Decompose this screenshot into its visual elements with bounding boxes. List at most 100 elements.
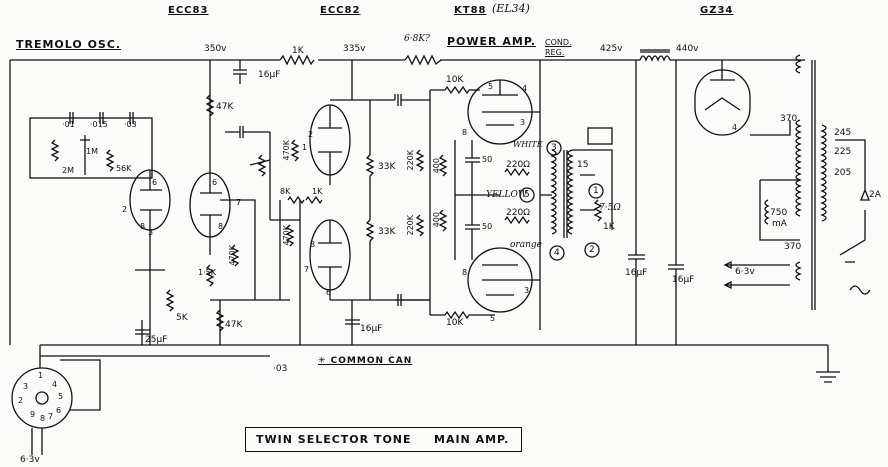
- value-400-a: 400: [432, 158, 441, 174]
- tap-370-top: 370: [780, 114, 798, 124]
- cap-16uf-r1: [628, 60, 645, 345]
- value-choke-750: 750: [770, 208, 788, 218]
- cap-16uf-r2: [668, 60, 684, 345]
- value-fuse-2a: 2A: [869, 190, 881, 200]
- socket-pin-7: 7: [48, 412, 54, 421]
- resistor-470k-b: [290, 139, 300, 162]
- pin-3a: 3: [148, 228, 154, 237]
- tap-370-bot: 370: [784, 242, 802, 252]
- resistor-400-b: [438, 209, 448, 232]
- value-1k-out: 1K: [603, 222, 615, 232]
- resistor-47k-a: [205, 94, 215, 117]
- switch-block: [587, 127, 613, 145]
- resistor-10k-b: [444, 310, 470, 320]
- value-c015: ·015: [90, 120, 108, 129]
- resistor-8k: [287, 195, 305, 205]
- value-16uf-top: 16µF: [258, 70, 281, 80]
- pin-8a: 8: [140, 222, 146, 231]
- value-470k-c: 470K: [282, 225, 291, 246]
- heater-windings: [795, 54, 802, 281]
- choke-top: [639, 55, 671, 62]
- pin-2a: 2: [308, 130, 314, 139]
- voltage-335v: 335v: [343, 44, 366, 54]
- value-220-a: 220Ω: [506, 160, 531, 170]
- label-cond-reg: COND. REG.: [545, 38, 572, 57]
- value-220-b: 220Ω: [506, 208, 531, 218]
- voltage-63v-left: 6·3v: [20, 455, 40, 465]
- resistor-1k-top: [279, 54, 315, 66]
- value-c03-a: ·03: [124, 120, 137, 129]
- tag-1: [588, 183, 604, 199]
- value-speaker-15: 15: [577, 160, 589, 170]
- pin-8e: 8: [310, 240, 316, 249]
- pin-6b: 6: [212, 178, 218, 187]
- resistor-1k-b: [305, 195, 323, 205]
- pot-tone: [249, 154, 271, 177]
- tag-yellow-5: [519, 187, 535, 203]
- tag-4: [549, 245, 565, 261]
- resistor-33k-a: [365, 154, 375, 177]
- cap-16uf-mid: [345, 300, 360, 345]
- ground-symbol: [816, 345, 840, 383]
- tap-245: 245: [834, 128, 852, 138]
- pin-8b: 8: [218, 222, 224, 231]
- value-choke-ma: mA: [772, 219, 787, 229]
- value-2m: 2M: [62, 166, 74, 175]
- value-1k-b: 1K: [312, 187, 323, 196]
- value-47k-a: 47K: [216, 102, 234, 112]
- value-56k: 56K: [116, 164, 132, 173]
- value-speaker-75: 7·5Ω: [599, 203, 621, 213]
- value-33k-b: 33K: [378, 227, 396, 237]
- value-50-a: 50: [482, 155, 493, 164]
- resistor-220-b: [504, 215, 530, 225]
- cap-50-a: [465, 157, 480, 163]
- pin-2e: 2: [122, 205, 128, 214]
- value-400-b: 400: [432, 212, 441, 228]
- resistor-470k-a: [230, 244, 240, 267]
- osc-caps: [69, 112, 134, 124]
- socket-pin-9: 9: [30, 410, 36, 419]
- label-power-amp: POWER AMP.: [447, 35, 537, 48]
- pin-3c: 3: [520, 118, 526, 127]
- socket-pin-1: 1: [38, 371, 44, 380]
- header-kt88: KT88: [454, 5, 487, 16]
- wire-num-4: 4: [554, 248, 560, 258]
- pin-4c: 4: [522, 84, 528, 93]
- pin-4e: 4: [732, 123, 738, 132]
- resistor-220-a: [504, 167, 530, 177]
- resistor-2m: [50, 139, 60, 162]
- resistor-220k-a: [415, 149, 425, 172]
- value-10k-a: 10K: [446, 75, 464, 85]
- choke-750: [764, 199, 770, 225]
- cap-coupling-ecc82: [394, 94, 430, 106]
- pin-8c: 8: [462, 128, 468, 137]
- voltage-425v: 425v: [600, 44, 623, 54]
- value-1k-top: 1K: [292, 46, 304, 56]
- value-220k-b: 220K: [406, 215, 415, 236]
- cap-16uf-top: [233, 60, 247, 84]
- pin-6a: 6: [152, 178, 158, 187]
- tag-2: [584, 242, 600, 258]
- value-16uf-mid: 16µF: [360, 324, 383, 334]
- value-5k: 5K: [176, 313, 188, 323]
- value-33k-a: 33K: [378, 162, 396, 172]
- pin-3d: 3: [524, 286, 530, 295]
- cap-ecc83-out: [225, 126, 270, 138]
- value-47k-b: 47K: [225, 320, 243, 330]
- resistor-10k-a: [444, 85, 470, 95]
- resistor-33k-b: [365, 219, 375, 242]
- resistor-220k-b: [415, 214, 425, 237]
- pin-7b: 7: [304, 265, 310, 274]
- value-c03-b: ·03: [273, 364, 288, 374]
- wire-note-white: WHITE: [513, 140, 543, 149]
- heater-63v-arrows: [723, 260, 790, 290]
- tag-3: [546, 140, 562, 156]
- mains-transformer-primary: [795, 119, 802, 217]
- header-el34: (EL34): [492, 2, 530, 15]
- resistor-5k: [165, 289, 175, 312]
- header-ecc82: ECC82: [320, 5, 361, 16]
- socket-pin-6: 6: [56, 406, 62, 415]
- wire-num-2: 2: [589, 245, 595, 255]
